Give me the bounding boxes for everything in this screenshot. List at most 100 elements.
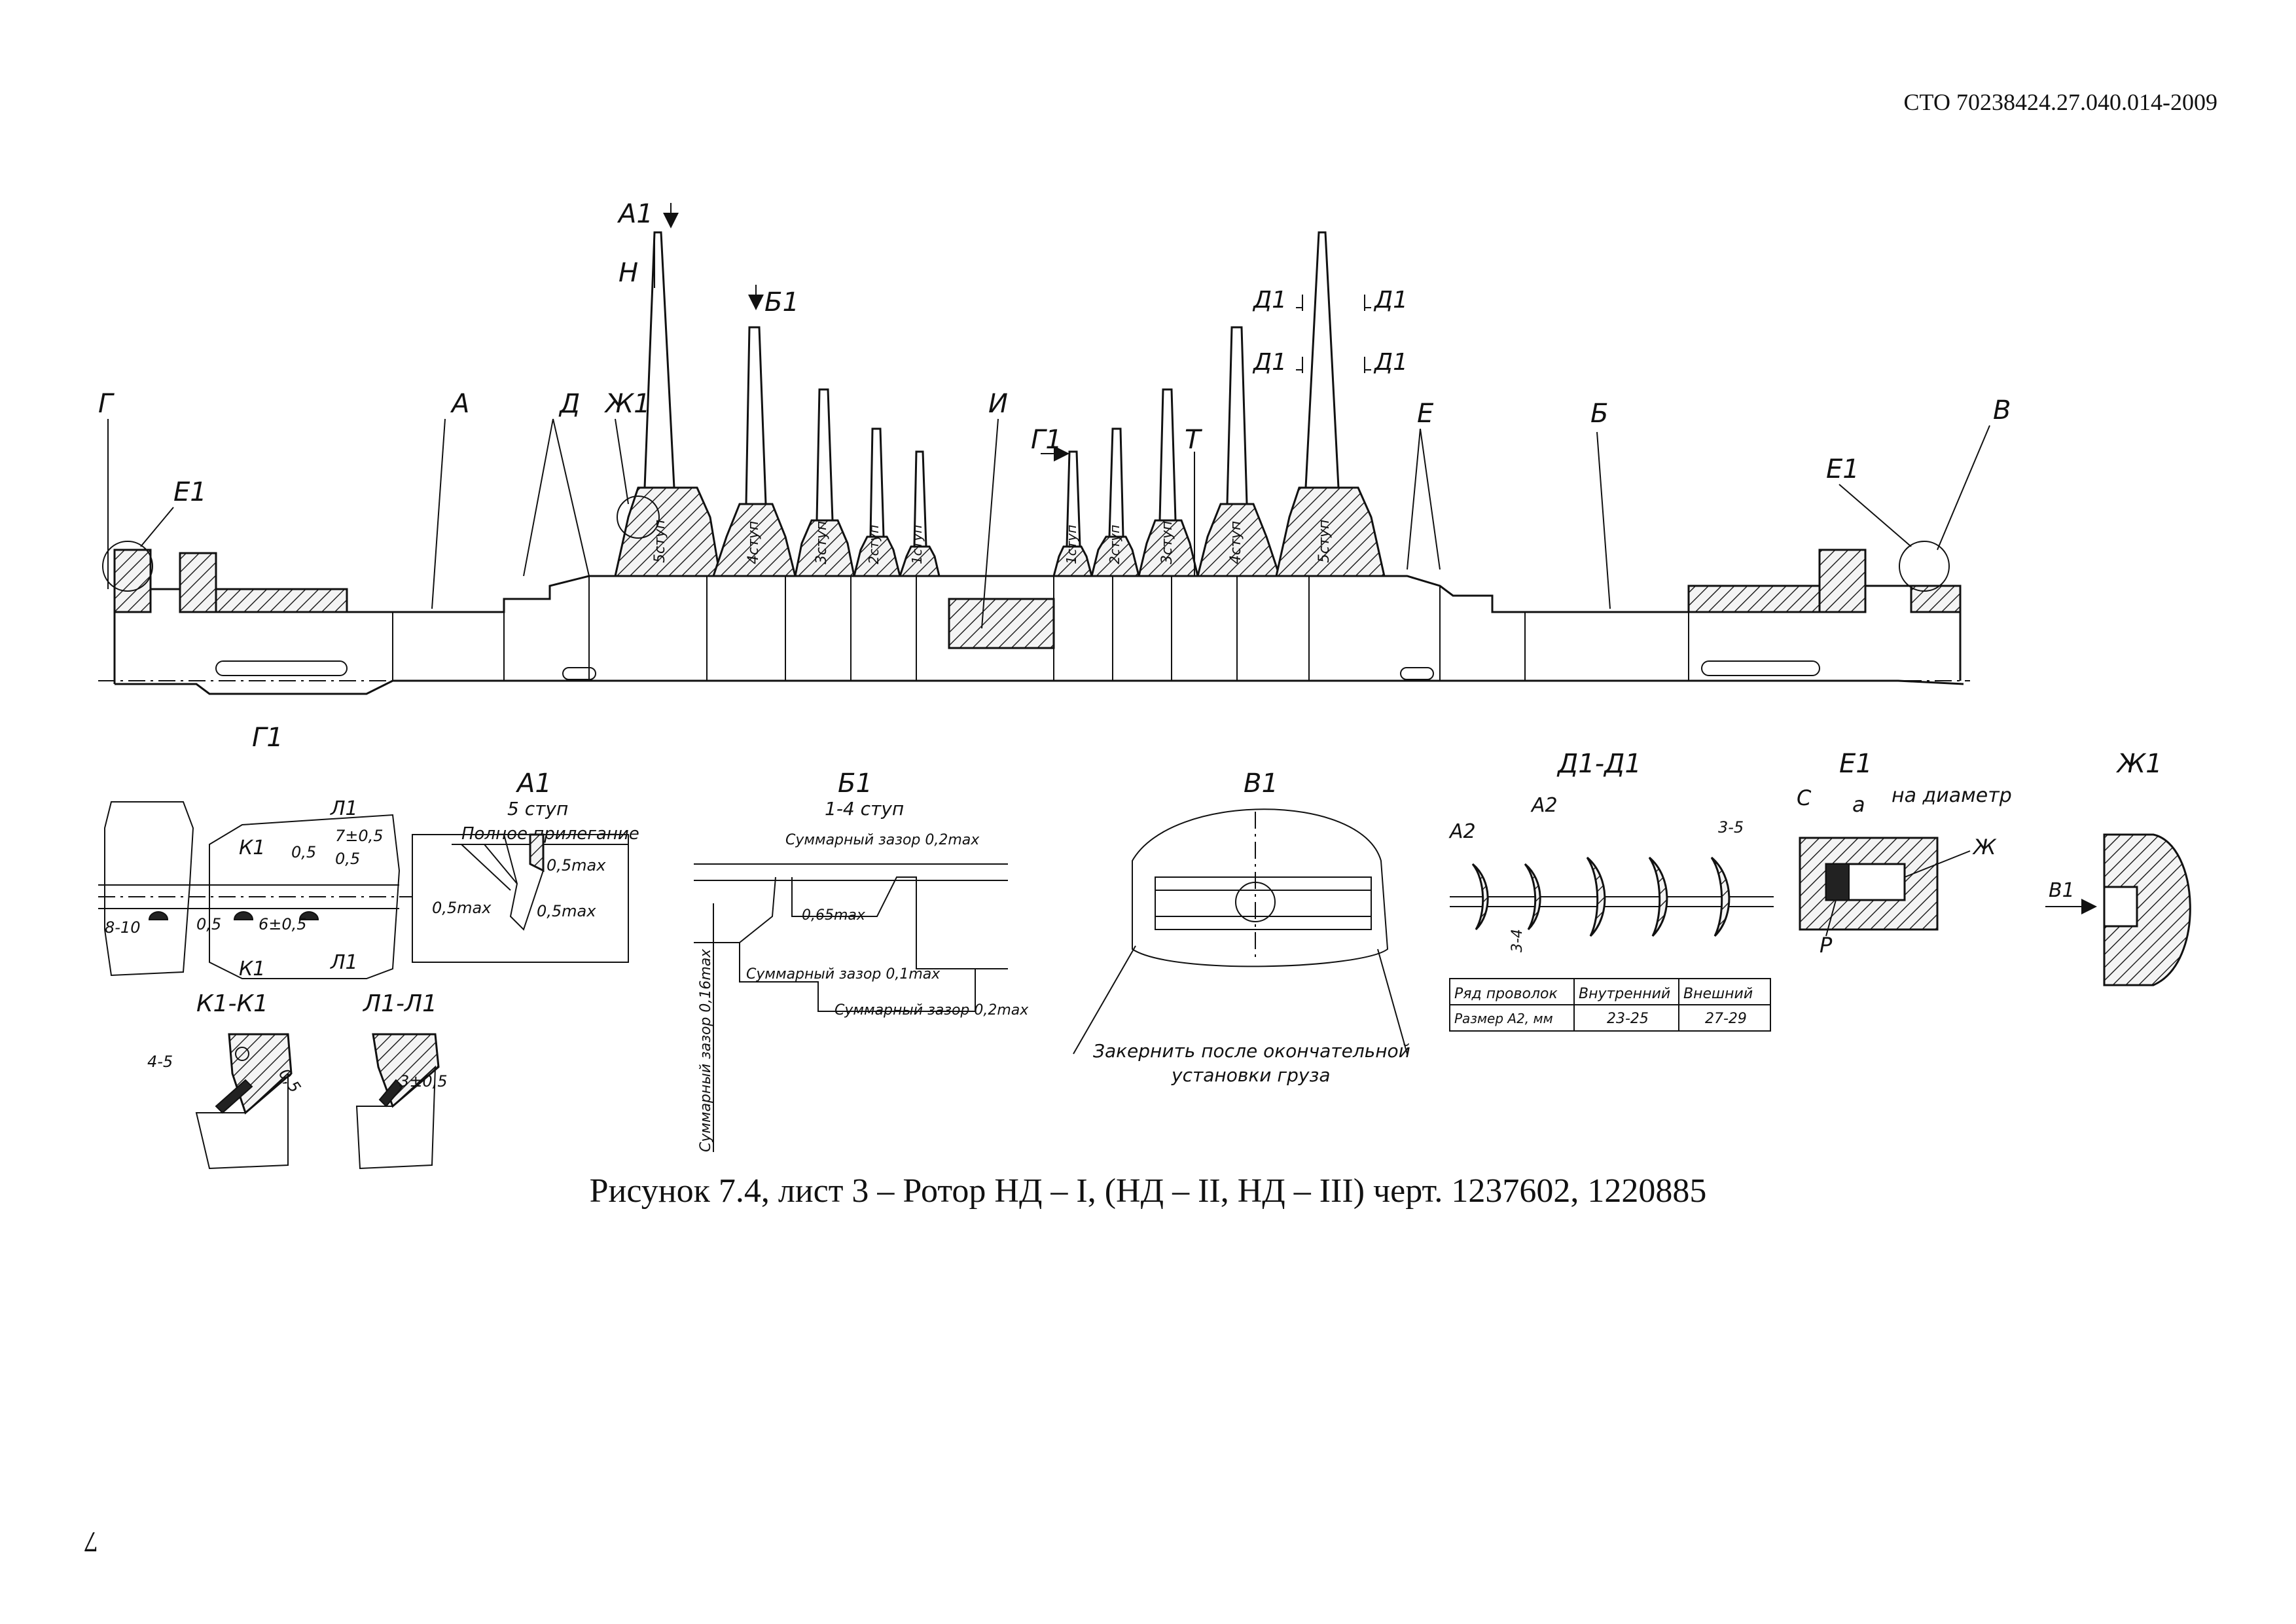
svg-text:8-10: 8-10 [105,918,140,937]
svg-text:А1: А1 [515,768,552,799]
label-e1-right: Е1 [1826,454,1859,484]
svg-text:0,5: 0,5 [291,843,316,861]
slot-right [1400,667,1434,680]
label-d1: Д1 [1373,349,1408,376]
svg-text:В1: В1 [2049,879,2075,902]
left-keyway [215,660,348,676]
left-flow-stages [614,231,941,577]
svg-text:Ж: Ж [1972,835,1997,859]
blade-4-right [1226,326,1248,505]
label-a: А [450,389,469,419]
svg-text:К1: К1 [239,958,265,981]
stage-label: 4ступ [745,521,762,564]
leader-lines [107,232,1990,629]
stage-label: 3ступ [814,521,830,564]
table-cell: 27-29 [1705,1011,1747,1027]
stage-label: 1ступ [1064,525,1079,564]
blade-1-right [1066,450,1081,547]
svg-text:К1-К1: К1-К1 [196,990,268,1017]
slot-left [562,667,596,680]
stage-label: 2ступ [866,525,882,564]
svg-text:а: а [1852,792,1865,817]
label-g: Г [98,389,115,419]
label-e1-left: Е1 [173,477,207,507]
svg-text:Д1-Д1: Д1-Д1 [1556,749,1641,779]
svg-text:Ж1: Ж1 [2115,749,2162,779]
detail-d1: Д1-Д1 А2 А2 3-5 3-4 Ряд проволок Внутрен… [1448,749,1774,1032]
detail-zh1: Ж1 В1 [2045,749,2191,986]
blade-2-left [869,427,885,537]
blade-2-right [1108,427,1124,537]
detail-g1: Г1 Л1 К1 7±0,5 0,5 0,5 8-10 0,5 6±0,5 К1… [98,723,412,981]
svg-text:1-4 ступ: 1-4 ступ [825,798,904,820]
detail-b1: Б1 1-4 ступ Суммарный зазор 0,2max 0,65m… [694,768,1029,1152]
detail-circle-zh1 [617,496,660,539]
svg-text:3±0,5: 3±0,5 [399,1072,448,1091]
centre-hub-section [948,598,1055,649]
table-cell: 23-25 [1607,1011,1649,1027]
blade-1-left [913,450,927,547]
svg-text:К1: К1 [239,837,265,859]
left-sleeve-section [215,588,348,613]
svg-text:Суммарный зазор 0,1max: Суммарный зазор 0,1max [746,966,941,983]
svg-text:3-5: 3-5 [1718,818,1744,837]
svg-text:А2: А2 [1530,794,1558,817]
left-journal-section [179,552,217,613]
svg-text:Л1: Л1 [330,951,358,974]
stage-label: 5ступ [1316,520,1333,563]
label-t: Т [1185,425,1203,455]
detail-circle-e1-left [102,541,153,592]
svg-text:Суммарный зазор 0,2max: Суммарный зазор 0,2max [834,1002,1029,1019]
svg-text:Суммарный зазор 0,2max: Суммарный зазор 0,2max [785,832,980,848]
svg-text:А2: А2 [1448,820,1476,843]
blade-3-right [1158,388,1177,521]
svg-text:6±0,5: 6±0,5 [259,915,307,933]
svg-text:В1: В1 [1244,768,1278,799]
wire-size-table: Ряд проволок Внутренний Внешний Размер А… [1449,978,1771,1032]
section-marks-d1 [1296,295,1371,373]
label-a1: А1 [617,199,653,229]
blade-5-right [1304,231,1340,488]
svg-text:0,65max: 0,65max [802,907,866,924]
label-g1: Г1 [1031,425,1062,455]
table-header: Внутренний [1579,986,1670,1002]
blade-3-left [816,388,834,521]
svg-text:Суммарный зазор 0,16max: Суммарный зазор 0,16max [698,948,714,1152]
stage-label: 1ступ [909,525,925,564]
svg-text:установки груза: установки груза [1171,1064,1330,1086]
g1-right-body [209,814,401,979]
blade-5-left [643,231,675,488]
detail-e1: Е1 С а на диаметр Ж Р [1797,749,2012,958]
svg-text:Р: Р [1820,933,1833,958]
svg-text:Б1: Б1 [838,768,872,799]
svg-text:Л1-Л1: Л1-Л1 [362,990,437,1017]
svg-text:Закернить после окончательной: Закернить после окончательной [1093,1040,1410,1062]
svg-text:5 ступ: 5 ступ [507,798,568,820]
stage-labels: 5ступ 4ступ 3ступ 2ступ 1ступ 1ступ 2сту… [652,520,1333,564]
svg-text:Л1: Л1 [330,797,358,820]
svg-text:0,5: 0,5 [335,850,360,868]
page-number: 7 [84,1526,98,1558]
label-d1: Д1 [1252,287,1287,314]
document-code: СТО 70238424.27.040.014-2009 [1903,89,2217,115]
right-flow-stages [1052,231,1386,577]
shaft-section-lines [392,576,1689,681]
blade-4-left [745,326,767,505]
stage-label: 2ступ [1107,525,1122,564]
right-journal-section [1818,549,1867,613]
svg-text:3-4: 3-4 [1509,929,1526,952]
label-b: Б [1590,399,1608,429]
svg-text:0,5max: 0,5max [547,856,606,875]
disc-1-left [898,545,941,577]
svg-text:4-5: 4-5 [147,1053,173,1071]
svg-text:Е1: Е1 [1839,749,1873,779]
rotor-main-view: 5ступ 4ступ 3ступ 2ступ 1ступ 1ступ 2сту… [98,199,2011,695]
svg-text:0,5: 0,5 [196,915,221,933]
label-n: Н [619,258,638,288]
svg-text:0,5max: 0,5max [537,902,596,920]
label-zh1: Ж1 [603,389,651,419]
left-coupling-section [113,549,152,613]
disc-5-right [1275,486,1386,577]
detail-g1-title: Г1 [252,723,283,753]
stage-label: 3ступ [1159,521,1175,564]
